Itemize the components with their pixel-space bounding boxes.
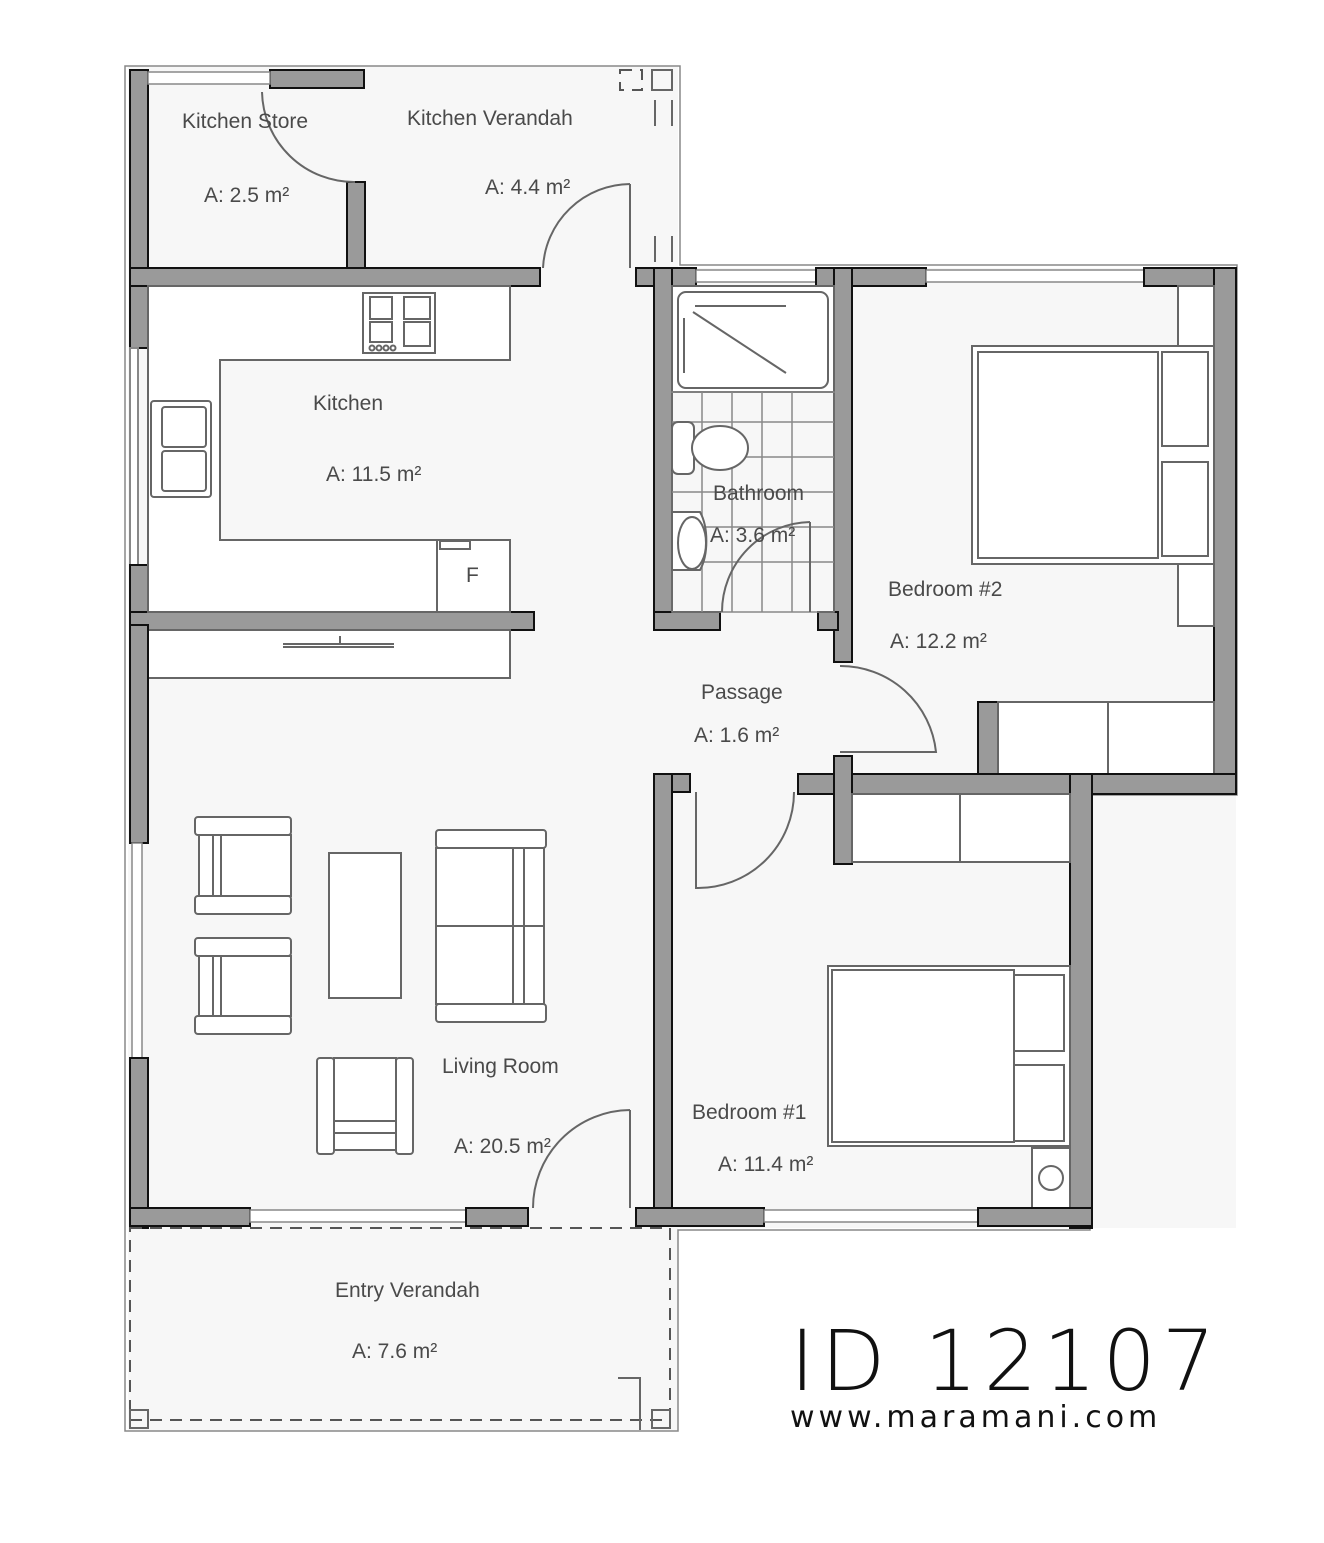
sink-icon xyxy=(150,400,212,498)
sofa-icon xyxy=(435,829,547,1023)
toilet-icon xyxy=(671,421,749,475)
room-name-living-room: Living Room xyxy=(442,1055,559,1078)
wall xyxy=(653,773,673,1227)
door-swing xyxy=(695,791,795,890)
room-name-bathroom: Bathroom xyxy=(713,482,804,505)
window xyxy=(147,71,271,85)
room-name-bedroom-2: Bedroom #2 xyxy=(888,578,1002,601)
post xyxy=(619,69,643,91)
coffee-table xyxy=(328,852,402,999)
room-name-kitchen-verandah: Kitchen Verandah xyxy=(407,107,573,130)
wall xyxy=(815,267,927,287)
window xyxy=(129,347,139,569)
pillow xyxy=(1161,461,1209,557)
room-area-passage: A: 1.6 m² xyxy=(694,724,779,747)
plan-id: ID 12107 xyxy=(790,1312,1222,1410)
fridge-icon xyxy=(436,539,511,613)
door-swing xyxy=(542,183,631,269)
wall xyxy=(797,773,1237,795)
wall xyxy=(817,611,839,631)
post xyxy=(129,1409,149,1429)
armchair-icon xyxy=(194,937,292,1035)
side-table xyxy=(1031,1147,1071,1209)
shower-tray-icon xyxy=(677,291,829,389)
door-swing xyxy=(839,664,938,753)
window xyxy=(925,269,1145,283)
armchair-icon xyxy=(316,1057,414,1155)
pillow xyxy=(1013,1064,1065,1142)
room-area-kitchen: A: 11.5 m² xyxy=(326,463,421,486)
lamp-icon xyxy=(1038,1165,1064,1191)
wall xyxy=(129,69,149,349)
armchair-icon xyxy=(194,816,292,915)
wall xyxy=(1069,773,1093,1229)
wall xyxy=(833,267,853,663)
tv-unit xyxy=(147,629,511,679)
pillow xyxy=(1013,974,1065,1052)
wall xyxy=(269,69,365,89)
room-name-kitchen-store: Kitchen Store xyxy=(182,110,308,133)
wall xyxy=(129,611,535,631)
tv-icon xyxy=(283,636,394,648)
wall xyxy=(653,267,673,631)
pillow xyxy=(1161,351,1209,447)
basin-icon xyxy=(671,511,708,571)
wall xyxy=(1213,267,1237,795)
post-marks xyxy=(654,100,673,262)
window xyxy=(695,269,817,283)
window xyxy=(249,1209,467,1223)
room-name-entry-verandah: Entry Verandah xyxy=(335,1279,480,1302)
wall xyxy=(635,1207,765,1227)
room-area-bedroom-2: A: 12.2 m² xyxy=(890,630,987,653)
wall xyxy=(653,611,721,631)
fridge-label: F xyxy=(466,564,479,587)
wardrobe xyxy=(997,701,1215,775)
wall xyxy=(129,624,149,844)
wall xyxy=(977,1207,1093,1227)
floor-tiles xyxy=(671,391,835,613)
post xyxy=(651,69,673,91)
wall xyxy=(833,755,853,865)
room-area-bedroom-1: A: 11.4 m² xyxy=(718,1153,813,1176)
window xyxy=(131,842,143,1059)
wall xyxy=(465,1207,529,1227)
entry-door-swing xyxy=(532,1109,631,1209)
door-swing xyxy=(721,521,811,613)
website-link[interactable]: www.maramani.com xyxy=(790,1400,1162,1435)
door-swing xyxy=(261,91,356,184)
room-name-bedroom-1: Bedroom #1 xyxy=(692,1101,806,1124)
post xyxy=(651,1409,671,1429)
wall xyxy=(129,1207,251,1227)
room-area-kitchen-verandah: A: 4.4 m² xyxy=(485,176,570,199)
entry-verandah-outline xyxy=(129,1227,671,1421)
room-name-kitchen: Kitchen xyxy=(313,392,383,415)
room-area-bathroom: A: 3.6 m² xyxy=(710,524,795,547)
wall xyxy=(129,267,541,287)
wall xyxy=(129,1057,149,1229)
room-area-entry-verandah: A: 7.6 m² xyxy=(352,1340,437,1363)
room-area-kitchen-store: A: 2.5 m² xyxy=(204,184,289,207)
room-name-passage: Passage xyxy=(701,681,783,704)
burner-icons xyxy=(368,296,431,352)
room-area-living-room: A: 20.5 m² xyxy=(454,1135,551,1158)
window xyxy=(763,1209,979,1223)
